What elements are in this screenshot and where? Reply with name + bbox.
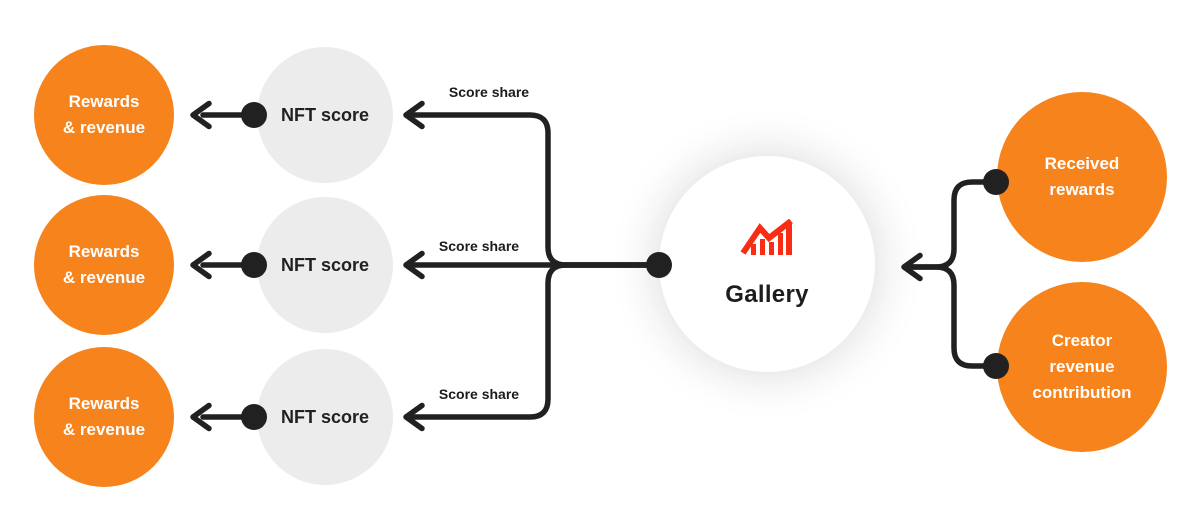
arrowhead-gallery [901,252,923,282]
node-label-line: contribution [1032,383,1132,402]
arrowhead-rewards2 [190,250,212,280]
edge-creator-revenue-to-gallery [904,264,993,369]
arrowhead-nft2 [403,250,425,280]
nft-score-node-1: NFT score [257,47,393,183]
node-label: NFT score [280,254,370,275]
edge-received-rewards-to-gallery [904,179,993,270]
node-label-line: Rewards [68,394,140,413]
node-label-line: Rewards [68,92,140,111]
gallery-label: Gallery [725,281,809,308]
received-rewards-node: Received rewards [997,92,1167,262]
node-label-line: rewards [1049,180,1115,199]
node-label: NFT score [280,104,370,125]
edge-label-score-share-3: Score share [438,386,520,402]
node-label-line: Rewards [68,242,140,261]
node-label-line: & revenue [62,420,146,439]
node-label-line: Received [1044,154,1120,173]
gallery-node: Gallery [659,156,875,372]
arrowhead-nft3 [403,402,425,432]
edge-label-score-share-1: Score share [448,84,530,100]
node-label-line: revenue [1049,357,1115,376]
bar-chart-trend-icon [740,219,793,255]
nft-score-node-3: NFT score [257,349,393,485]
rewards-revenue-node-2: Rewards & revenue [34,195,174,335]
node-label-line: & revenue [62,118,146,137]
node-label-line: Creator [1051,331,1113,350]
node-label-line: & revenue [62,268,146,287]
node-label: NFT score [280,406,370,427]
rewards-revenue-node-1: Rewards & revenue [34,45,174,185]
nft-score-node-2: NFT score [257,197,393,333]
arrowhead-nft1 [403,100,425,130]
arrowhead-rewards3 [190,402,212,432]
creator-revenue-contribution-node: Creator revenue contribution [997,282,1167,452]
arrowhead-rewards1 [190,100,212,130]
edge-label-score-share-2: Score share [438,238,520,254]
rewards-revenue-node-3: Rewards & revenue [34,347,174,487]
